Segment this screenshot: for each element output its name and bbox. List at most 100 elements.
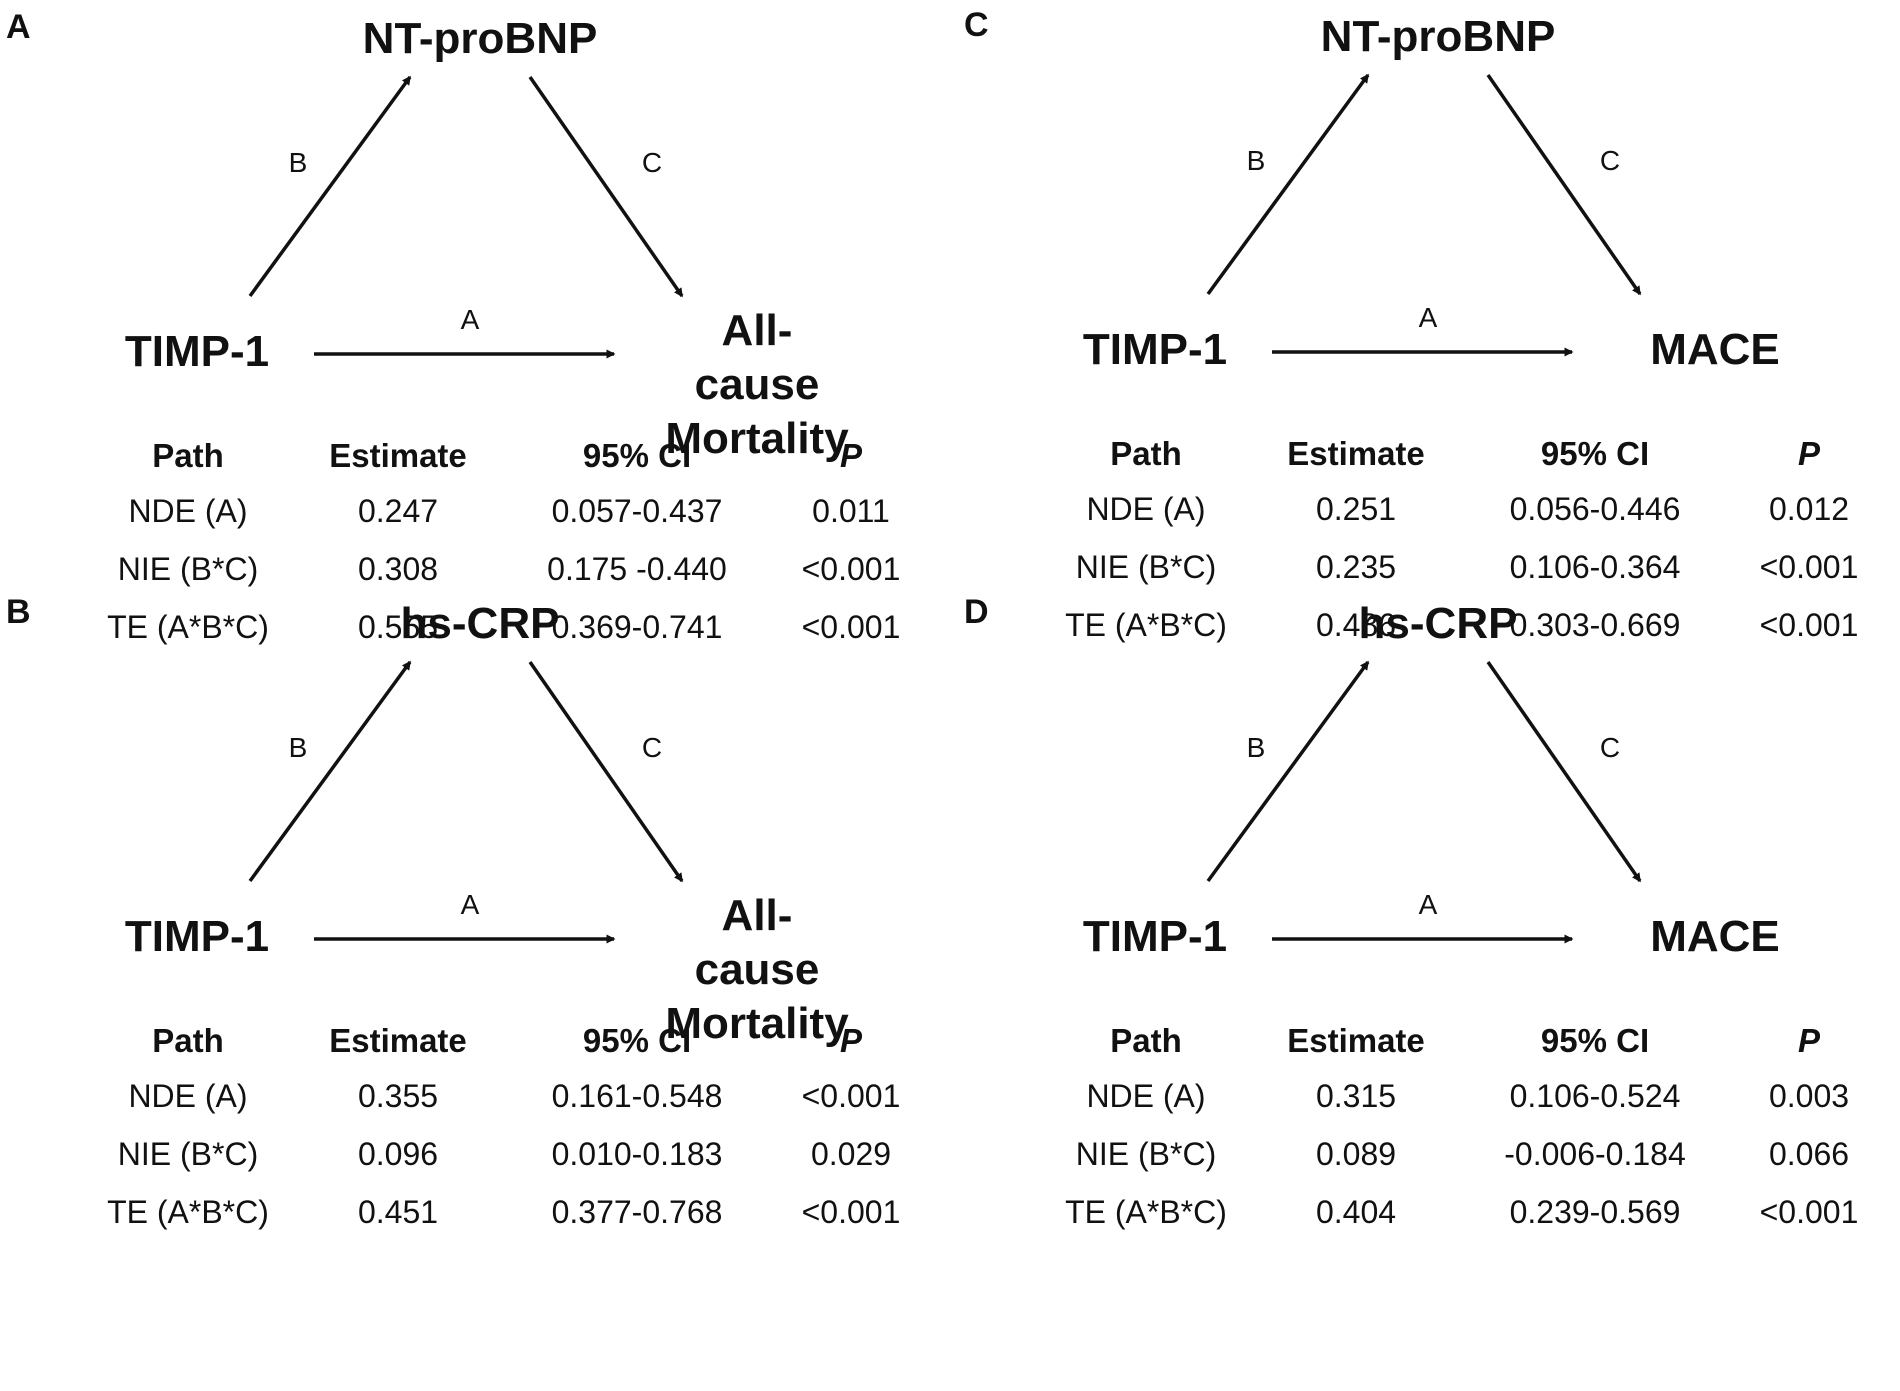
path-arrows xyxy=(1206,73,1642,357)
table-cell-ci: 0.106-0.364 xyxy=(1509,549,1681,585)
table-cell-ci: -0.006-0.184 xyxy=(1504,1136,1686,1172)
arrow-c-mediator-to-outcome xyxy=(528,76,684,298)
table-cell-estimate: 0.235 xyxy=(1315,549,1397,585)
table-cell-estimate: 0.089 xyxy=(1315,1136,1397,1172)
table-cell-p: 0.003 xyxy=(1768,1078,1850,1114)
panel-letter: B xyxy=(6,593,31,631)
panel-letter: C xyxy=(964,6,989,44)
table-cell-path: TE (A*B*C) xyxy=(1065,1194,1227,1230)
edge-label-a: A xyxy=(460,304,480,335)
exposure-node: TIMP-1 xyxy=(124,327,270,376)
table-cell-estimate: 0.096 xyxy=(357,1136,439,1172)
edge-label-c: C xyxy=(1599,732,1621,763)
table-cell-p: <0.001 xyxy=(801,1078,901,1114)
edge-label-b: B xyxy=(1246,732,1266,763)
mediator-node: NT-proBNP xyxy=(1320,12,1556,61)
table-cell-ci: 0.239-0.569 xyxy=(1509,1194,1681,1230)
table-cell-ci: 0.056-0.446 xyxy=(1509,491,1681,527)
table-cell-ci: 0.106-0.524 xyxy=(1509,1078,1681,1114)
table-cell-path: NDE (A) xyxy=(1086,1078,1206,1114)
table-header-path: Path xyxy=(1110,435,1182,472)
panel-letter: A xyxy=(6,8,31,46)
table-cell-p: 0.066 xyxy=(1768,1136,1850,1172)
edge-label-a: A xyxy=(460,889,480,920)
path-arrows xyxy=(1206,660,1642,944)
table-cell-estimate: 0.247 xyxy=(357,493,439,529)
edge-label-b: B xyxy=(288,732,308,763)
table-cell-estimate: 0.555 xyxy=(357,609,439,645)
table-cell-p: <0.001 xyxy=(801,1194,901,1230)
table-cell-path: NDE (A) xyxy=(128,1078,248,1114)
table-cell-path: NIE (B*C) xyxy=(117,551,259,587)
table-cell-path: NIE (B*C) xyxy=(1075,1136,1217,1172)
table-cell-p: 0.011 xyxy=(812,493,890,529)
table-cell-path: NIE (B*C) xyxy=(117,1136,259,1172)
arrow-c-mediator-to-outcome xyxy=(1486,661,1642,883)
edge-label-a: A xyxy=(1418,302,1438,333)
table-cell-p: <0.001 xyxy=(1759,607,1859,643)
edge-label-c: C xyxy=(641,732,663,763)
edge-label-c: C xyxy=(641,147,663,178)
arrow-b-exposure-to-mediator xyxy=(1206,73,1370,296)
exposure-node: TIMP-1 xyxy=(124,912,270,961)
exposure-node: TIMP-1 xyxy=(1082,325,1228,374)
table-cell-path: NDE (A) xyxy=(1086,491,1206,527)
table-cell-ci: 0.057-0.437 xyxy=(551,493,723,529)
table-header-ci: 95% CI xyxy=(1540,435,1650,472)
table-cell-p: <0.001 xyxy=(1759,1194,1859,1230)
table-cell-ci: 0.175 -0.440 xyxy=(547,551,727,587)
table-cell-p: <0.001 xyxy=(801,609,901,645)
mediation-panel-c: C NT-proBNP TIMP-1 MACE A B C Path Estimate 95% C… xyxy=(958,0,1900,693)
arrow-c-mediator-to-outcome xyxy=(1486,74,1642,296)
edge-label-b: B xyxy=(1246,145,1266,176)
table-header-ci: 95% CI xyxy=(582,437,692,474)
table-cell-ci: 0.377-0.768 xyxy=(551,1194,723,1230)
outcome-node: MACE xyxy=(1650,325,1780,374)
edge-label-c: C xyxy=(1599,145,1621,176)
outcome-node: All-cause Mortality xyxy=(665,891,849,1048)
table-header-p: P xyxy=(839,437,863,474)
edge-label-b: B xyxy=(288,147,308,178)
edge-label-a: A xyxy=(1418,889,1438,920)
table-cell-estimate: 0.355 xyxy=(357,1078,439,1114)
table-header-p: P xyxy=(1797,435,1821,472)
arrow-b-exposure-to-mediator xyxy=(1206,660,1370,883)
table-cell-p: 0.012 xyxy=(1768,491,1850,527)
table-header-p: P xyxy=(839,1022,863,1059)
table-cell-estimate: 0.315 xyxy=(1315,1078,1397,1114)
outcome-node: MACE xyxy=(1650,912,1780,961)
table-header-path: Path xyxy=(152,1022,224,1059)
arrow-b-exposure-to-mediator xyxy=(248,660,412,883)
table-header-ci: 95% CI xyxy=(1540,1022,1650,1059)
table-header-path: Path xyxy=(152,437,224,474)
table-cell-estimate: 0.451 xyxy=(357,1194,439,1230)
table-cell-path: NIE (B*C) xyxy=(1075,549,1217,585)
mediator-node: hs-CRP xyxy=(1358,599,1518,648)
table-header-ci: 95% CI xyxy=(582,1022,692,1059)
path-arrows xyxy=(248,660,684,944)
table-header-p: P xyxy=(1797,1022,1821,1059)
table-cell-p: 0.029 xyxy=(810,1136,892,1172)
table-header-estimate: Estimate xyxy=(1287,1022,1425,1059)
table-cell-estimate: 0.486 xyxy=(1315,607,1397,643)
mediator-node: NT-proBNP xyxy=(362,14,598,63)
table-cell-path: NDE (A) xyxy=(128,493,248,529)
table-cell-ci: 0.369-0.741 xyxy=(551,609,723,645)
mediator-node: hs-CRP xyxy=(400,599,560,648)
table-cell-path: TE (A*B*C) xyxy=(1065,607,1227,643)
table-cell-p: <0.001 xyxy=(801,551,901,587)
table-cell-p: <0.001 xyxy=(1759,549,1859,585)
arrow-c-mediator-to-outcome xyxy=(528,661,684,883)
table-header-estimate: Estimate xyxy=(329,1022,467,1059)
path-arrows xyxy=(248,75,684,359)
exposure-node: TIMP-1 xyxy=(1082,912,1228,961)
table-cell-estimate: 0.251 xyxy=(1315,491,1397,527)
arrow-b-exposure-to-mediator xyxy=(248,75,412,298)
table-header-path: Path xyxy=(1110,1022,1182,1059)
table-header-estimate: Estimate xyxy=(329,437,467,474)
table-cell-path: TE (A*B*C) xyxy=(107,609,269,645)
table-header-estimate: Estimate xyxy=(1287,435,1425,472)
